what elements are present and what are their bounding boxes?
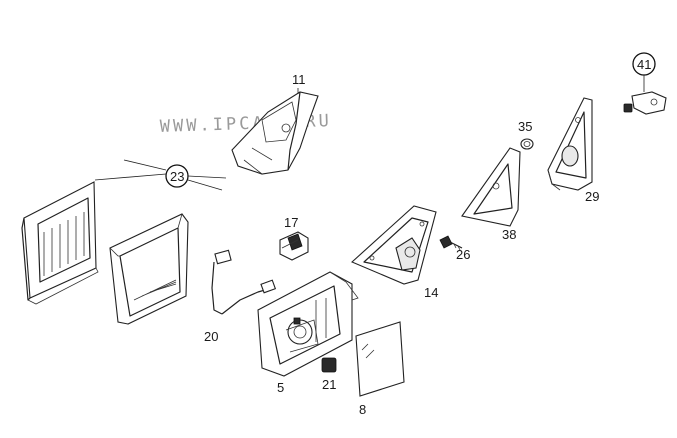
- part-29-sail-bracket: [547, 97, 593, 191]
- part-41-callout: [632, 52, 656, 92]
- part-23-trim-frame: [109, 213, 189, 325]
- part-21-connector: [321, 357, 337, 373]
- label-20: 20: [204, 329, 218, 344]
- part-38-cover-panel: [461, 147, 521, 227]
- part-8-mirror-glass: [355, 321, 405, 397]
- part-5-motor-housing: [257, 271, 359, 377]
- label-11: 11: [292, 72, 306, 87]
- label-26: 26: [456, 247, 470, 262]
- label-8: 8: [359, 402, 366, 417]
- label-29: 29: [585, 189, 599, 204]
- label-17: 17: [284, 215, 298, 230]
- part-41-hinge: [623, 91, 667, 115]
- part-23-frame-left: [21, 181, 99, 305]
- label-35: 35: [518, 119, 532, 134]
- part-26-bolt: [439, 235, 463, 251]
- part-23-callout: [94, 159, 227, 191]
- part-17-clip: [279, 231, 309, 261]
- label-21: 21: [322, 377, 336, 392]
- label-5: 5: [277, 380, 284, 395]
- part-11-housing-cover: [231, 91, 319, 175]
- part-35-plug: [520, 138, 534, 150]
- label-41: 41: [637, 57, 651, 72]
- part-20-cable: [211, 249, 277, 315]
- label-23: 23: [170, 169, 184, 184]
- label-38: 38: [502, 227, 516, 242]
- part-14-mount-base: [350, 205, 437, 285]
- label-14: 14: [424, 285, 438, 300]
